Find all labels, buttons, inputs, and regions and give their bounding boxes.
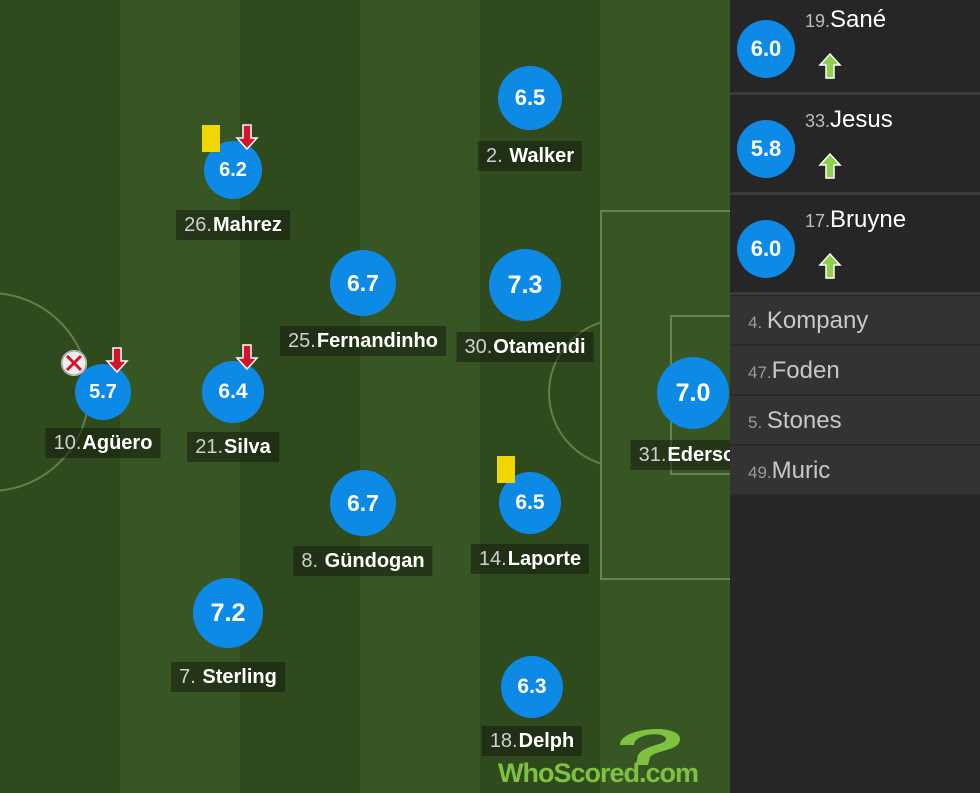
player-rating[interactable]: 7.0 xyxy=(657,357,729,429)
sub-off-arrow-icon xyxy=(235,343,259,376)
bench-player-label: 4. Kompany xyxy=(748,307,868,335)
substitute-name-label: 19.Sané xyxy=(805,6,886,34)
bench-player-number: 4. xyxy=(748,313,767,332)
player-number: 18. xyxy=(489,730,518,752)
logo-text: WhoScored.com xyxy=(498,758,699,788)
substitute-row[interactable]: 5.8 33.Jesus xyxy=(730,100,980,195)
player-name-label[interactable]: 10.Agüero xyxy=(45,428,161,458)
substitute-name-label: 33.Jesus xyxy=(805,106,893,134)
player-rating[interactable]: 6.5 xyxy=(498,66,562,130)
sub-on-arrow-icon xyxy=(818,52,842,85)
player-rating[interactable]: 6.3 xyxy=(501,656,563,718)
substitute-row[interactable]: 6.0 19.Sané xyxy=(730,0,980,95)
bench-player-name: Kompany xyxy=(766,307,869,334)
player-name: Otamendi xyxy=(493,336,586,358)
player-rating[interactable]: 7.3 xyxy=(489,249,561,321)
player-name-label[interactable]: 7. Sterling xyxy=(171,662,285,692)
player-name-label[interactable]: 21.Silva xyxy=(187,432,279,462)
substitute-rating[interactable]: 6.0 xyxy=(737,20,795,78)
whoscored-logo: WhoScored.com xyxy=(498,723,720,793)
substitute-name: Bruyne xyxy=(830,206,907,233)
substitute-name-label: 17.Bruyne xyxy=(805,206,906,234)
yellow-card-icon xyxy=(202,125,220,152)
player-rating[interactable]: 5.7 xyxy=(75,364,131,420)
pitch-stripe xyxy=(360,0,480,793)
pitch: 5.7 10.Agüero 6.2 26.Mahrez 6.4 21.Silva 6.7 25… xyxy=(0,0,730,793)
player-name: Laporte xyxy=(507,548,582,570)
bench-row[interactable]: 5. Stones xyxy=(730,396,980,446)
player-number: 26. xyxy=(184,214,212,236)
substitute-number: 19. xyxy=(805,11,831,31)
bench-player-name: Foden xyxy=(771,357,840,384)
sub-on-arrow-icon xyxy=(818,152,842,185)
sub-off-arrow-icon xyxy=(235,123,259,156)
player-name-label[interactable]: 18.Delph xyxy=(481,726,583,756)
player-name: Fernandinho xyxy=(316,330,438,352)
player-number: 10. xyxy=(53,432,82,454)
bench-player-name: Muric xyxy=(771,457,831,484)
player-number: 7. xyxy=(179,666,202,688)
player-name: Silva xyxy=(224,436,271,458)
player-rating[interactable]: 6.7 xyxy=(330,470,396,536)
player-number: 8. xyxy=(301,550,324,572)
ball-icon xyxy=(61,350,87,376)
bench-player-label: 5. Stones xyxy=(748,407,842,435)
sub-off-arrow-icon xyxy=(105,346,129,379)
yellow-card-icon xyxy=(497,456,515,483)
bench-player-number: 49. xyxy=(748,463,772,482)
substitute-row[interactable]: 6.0 17.Bruyne xyxy=(730,200,980,295)
player-rating[interactable]: 6.4 xyxy=(202,361,264,423)
bench-player-label: 49.Muric xyxy=(748,457,830,485)
substitute-rating[interactable]: 6.0 xyxy=(737,220,795,278)
bench-player-label: 47.Foden xyxy=(748,357,840,385)
bench-player-number: 5. xyxy=(748,413,767,432)
player-name: Delph xyxy=(518,730,575,752)
substitute-number: 17. xyxy=(805,211,831,231)
player-name-label[interactable]: 30.Otamendi xyxy=(456,332,594,362)
player-rating[interactable]: 6.2 xyxy=(204,141,262,199)
question-mark-icon xyxy=(620,728,680,765)
player-name-label[interactable]: 2. Walker xyxy=(477,141,583,171)
player-rating[interactable]: 7.2 xyxy=(193,578,263,648)
substitute-number: 33. xyxy=(805,111,831,131)
bench-row[interactable]: 49.Muric xyxy=(730,446,980,496)
player-name: Sterling xyxy=(202,666,277,688)
player-name-label[interactable]: 26.Mahrez xyxy=(176,210,290,240)
player-number: 31. xyxy=(638,444,667,466)
substitutes-panel: 6.0 19.Sané 5.8 33.Jesus 6.0 17.Bruyne 4. Kom… xyxy=(730,0,980,793)
substitute-rating[interactable]: 5.8 xyxy=(737,120,795,178)
player-name: Agüero xyxy=(82,432,153,454)
player-name: Mahrez xyxy=(212,214,282,236)
player-number: 14. xyxy=(478,548,507,570)
substitute-name: Sané xyxy=(830,6,887,33)
player-name: Walker xyxy=(509,145,575,167)
player-name: Ederson xyxy=(667,444,730,466)
bench-row[interactable]: 4. Kompany xyxy=(730,296,980,346)
player-number: 2. xyxy=(485,145,509,167)
substitute-name: Jesus xyxy=(830,106,893,133)
player-name-label[interactable]: 14.Laporte xyxy=(470,544,590,574)
player-number: 25. xyxy=(288,330,316,352)
bench-row[interactable]: 47.Foden xyxy=(730,346,980,396)
player-rating[interactable]: 6.7 xyxy=(330,250,396,316)
player-name-label[interactable]: 8. Gündogan xyxy=(293,546,433,576)
player-name-label[interactable]: 31.Ederson xyxy=(630,440,730,470)
player-name: Gündogan xyxy=(324,550,425,572)
player-number: 30. xyxy=(464,336,493,358)
player-rating[interactable]: 6.5 xyxy=(499,472,561,534)
player-number: 21. xyxy=(195,436,224,458)
sub-on-arrow-icon xyxy=(818,252,842,285)
player-name-label[interactable]: 25.Fernandinho xyxy=(280,326,446,356)
bench-player-name: Stones xyxy=(766,407,842,434)
bench-player-number: 47. xyxy=(748,363,772,382)
